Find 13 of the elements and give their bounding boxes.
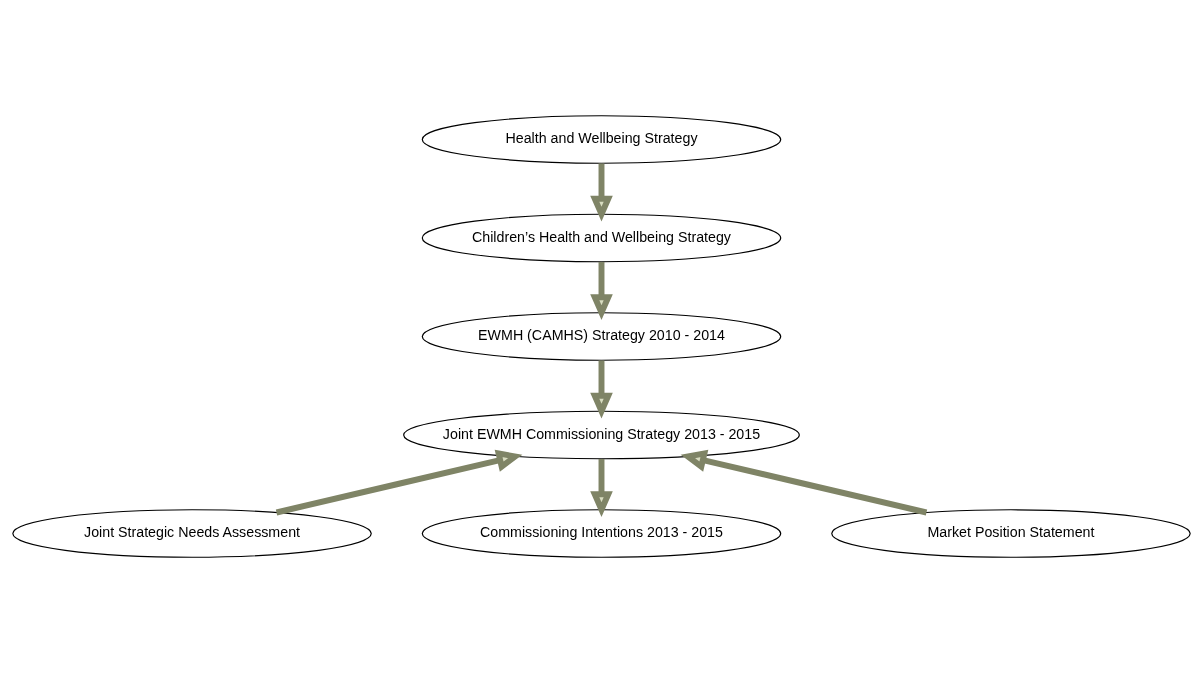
node-ellipse: Commissioning Intentions 2013 - 2015 xyxy=(421,509,782,558)
node-ellipse: Health and Wellbeing Strategy xyxy=(421,115,782,164)
arrow xyxy=(680,449,928,516)
arrow xyxy=(275,449,523,516)
node-ellipse: EWMH (CAMHS) Strategy 2010 - 2014 xyxy=(421,312,782,361)
node-ellipse: Joint EWMH Commissioning Strategy 2013 - 2015 xyxy=(403,410,800,460)
node-ellipse: Market Position Statement xyxy=(831,509,1191,558)
arrow xyxy=(590,261,613,321)
node-ellipse: Children’s Health and Wellbeing Strategy xyxy=(421,213,782,263)
arrow xyxy=(590,360,613,419)
arrow xyxy=(590,459,613,518)
arrow xyxy=(590,163,613,222)
node-ellipse: Joint Strategic Needs Assessment xyxy=(12,509,372,558)
